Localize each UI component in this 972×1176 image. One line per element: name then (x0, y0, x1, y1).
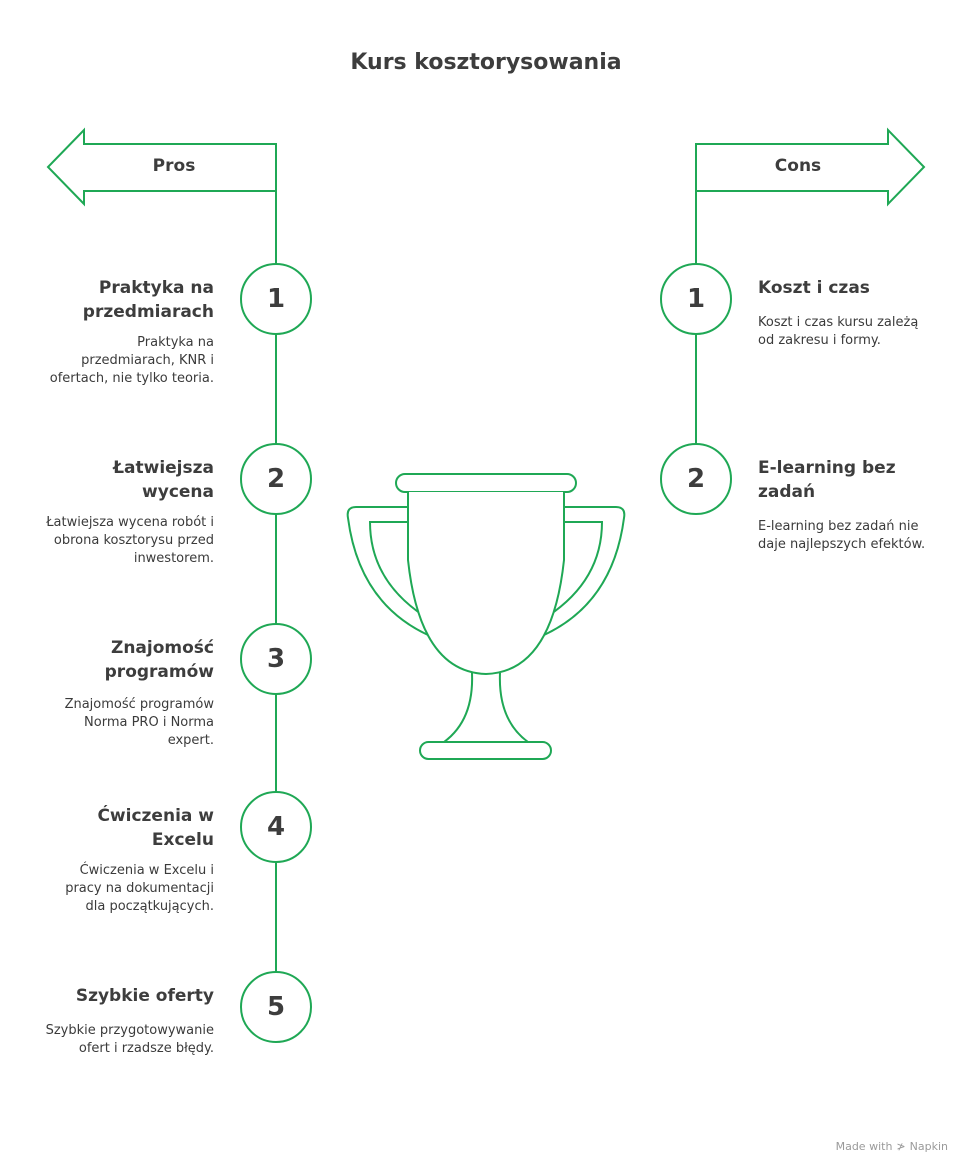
pros-arrow-icon (46, 127, 277, 207)
pros-circle-3 (240, 623, 312, 695)
pros-label: Pros (152, 156, 196, 176)
trophy-icon (346, 473, 626, 760)
pros-number-5: 5 (266, 992, 286, 1022)
napkin-logo-icon: ≯ (896, 1140, 906, 1153)
cons-number-1: 1 (686, 284, 706, 314)
pros-number-4: 4 (266, 812, 286, 842)
pros-item-title: Praktyka na przedmiarach (82, 278, 214, 322)
pros-circle-5 (240, 971, 312, 1043)
pros-item-desc: Ćwiczenia w Excelu i pracy na dokumentac… (65, 863, 214, 914)
cons-item-desc: Koszt i czas kursu zależą od zakresu i f… (758, 315, 919, 348)
pros-item-desc: Łatwiejsza wycena robót i obrona kosztor… (46, 515, 214, 566)
pros-circle-2 (240, 443, 312, 515)
cons-label: Cons (774, 156, 822, 176)
cons-number-2: 2 (686, 464, 706, 494)
cons-item-title: E-learning bez zadań (758, 458, 896, 502)
cons-arrow-icon (695, 127, 926, 207)
pros-item-title: Ćwiczenia w Excelu (97, 806, 214, 850)
pros-item-title: Szybkie oferty (75, 986, 214, 1006)
cons-item-desc: E-learning bez zadań nie daje najlepszyc… (758, 519, 926, 552)
pros-circle-4 (240, 791, 312, 863)
cons-item-title: Koszt i czas (758, 278, 870, 298)
pros-number-1: 1 (266, 284, 286, 314)
napkin-footer[interactable]: Made with ≯ Napkin (836, 1140, 948, 1153)
pros-item-title: Łatwiejsza wycena (113, 458, 214, 502)
footer-text: Made with (835, 1140, 893, 1153)
pros-number-2: 2 (266, 464, 286, 494)
cons-circle-1 (660, 263, 732, 335)
pros-item-desc: Szybkie przygotowywanie ofert i rzadsze … (45, 1023, 214, 1056)
pros-item-desc: Praktyka na przedmiarach, KNR i ofertach… (49, 335, 214, 386)
cons-circle-2 (660, 443, 732, 515)
pros-item-title: Znajomość programów (104, 638, 214, 682)
pros-item-desc: Znajomość programów Norma PRO i Norma ex… (64, 697, 214, 748)
pros-circle-1 (240, 263, 312, 335)
pros-number-3: 3 (266, 644, 286, 674)
page-title: Kurs kosztorysowania (350, 50, 622, 75)
footer-brand: Napkin (909, 1140, 948, 1153)
